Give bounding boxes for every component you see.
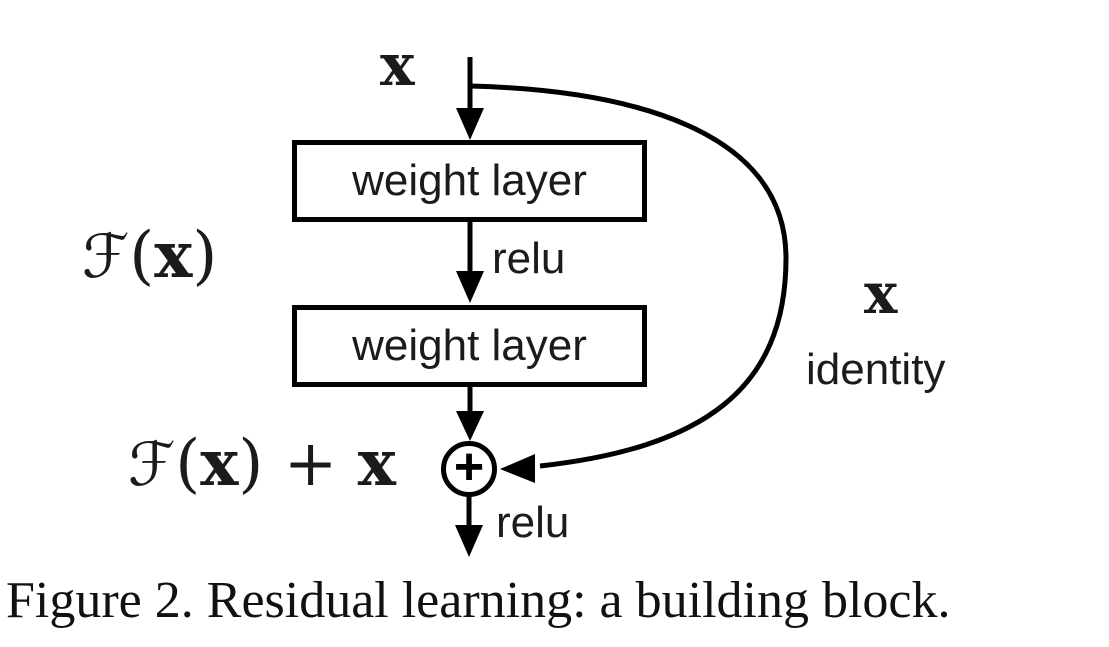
skip-label-identity: identity xyxy=(806,345,946,394)
script-f-glyph: ℱ xyxy=(128,430,176,500)
relu-arrowhead xyxy=(456,271,484,303)
weight-layer-1-box: weight layer xyxy=(292,140,647,222)
skip-connection-curve xyxy=(469,83,789,469)
input-arrowhead xyxy=(456,108,484,140)
close-paren: ) xyxy=(238,427,264,501)
weight-layer-2-box: weight layer xyxy=(292,305,647,387)
input-label-x: x xyxy=(380,31,415,99)
close-paren: ) xyxy=(192,219,218,293)
argument-x: x xyxy=(200,426,239,501)
sum-input-arrowhead xyxy=(456,411,484,441)
figure-caption: Figure 2. Residual learning: a building … xyxy=(6,572,951,629)
open-paren: ( xyxy=(175,427,201,501)
identity-argument-x: x xyxy=(357,426,396,501)
residual-function-label: ℱ(x) xyxy=(82,224,217,289)
skip-connection-arrowhead xyxy=(500,454,535,483)
output-arrowhead xyxy=(455,525,483,557)
plus-operator-text: + xyxy=(263,427,358,501)
plus-icon: + xyxy=(453,438,485,496)
relu-output-label: relu xyxy=(496,498,570,547)
skip-label-x: x xyxy=(864,261,898,327)
weight-layer-2-label: weight layer xyxy=(352,321,587,370)
relu-between-label: relu xyxy=(492,234,566,283)
open-paren: ( xyxy=(129,219,155,293)
output-sum-label: ℱ(x) + x xyxy=(128,432,396,497)
argument-x: x xyxy=(154,218,193,293)
sum-node-circle: + xyxy=(441,441,497,497)
script-f-glyph: ℱ xyxy=(82,222,130,292)
weight-layer-1-label: weight layer xyxy=(352,156,587,205)
